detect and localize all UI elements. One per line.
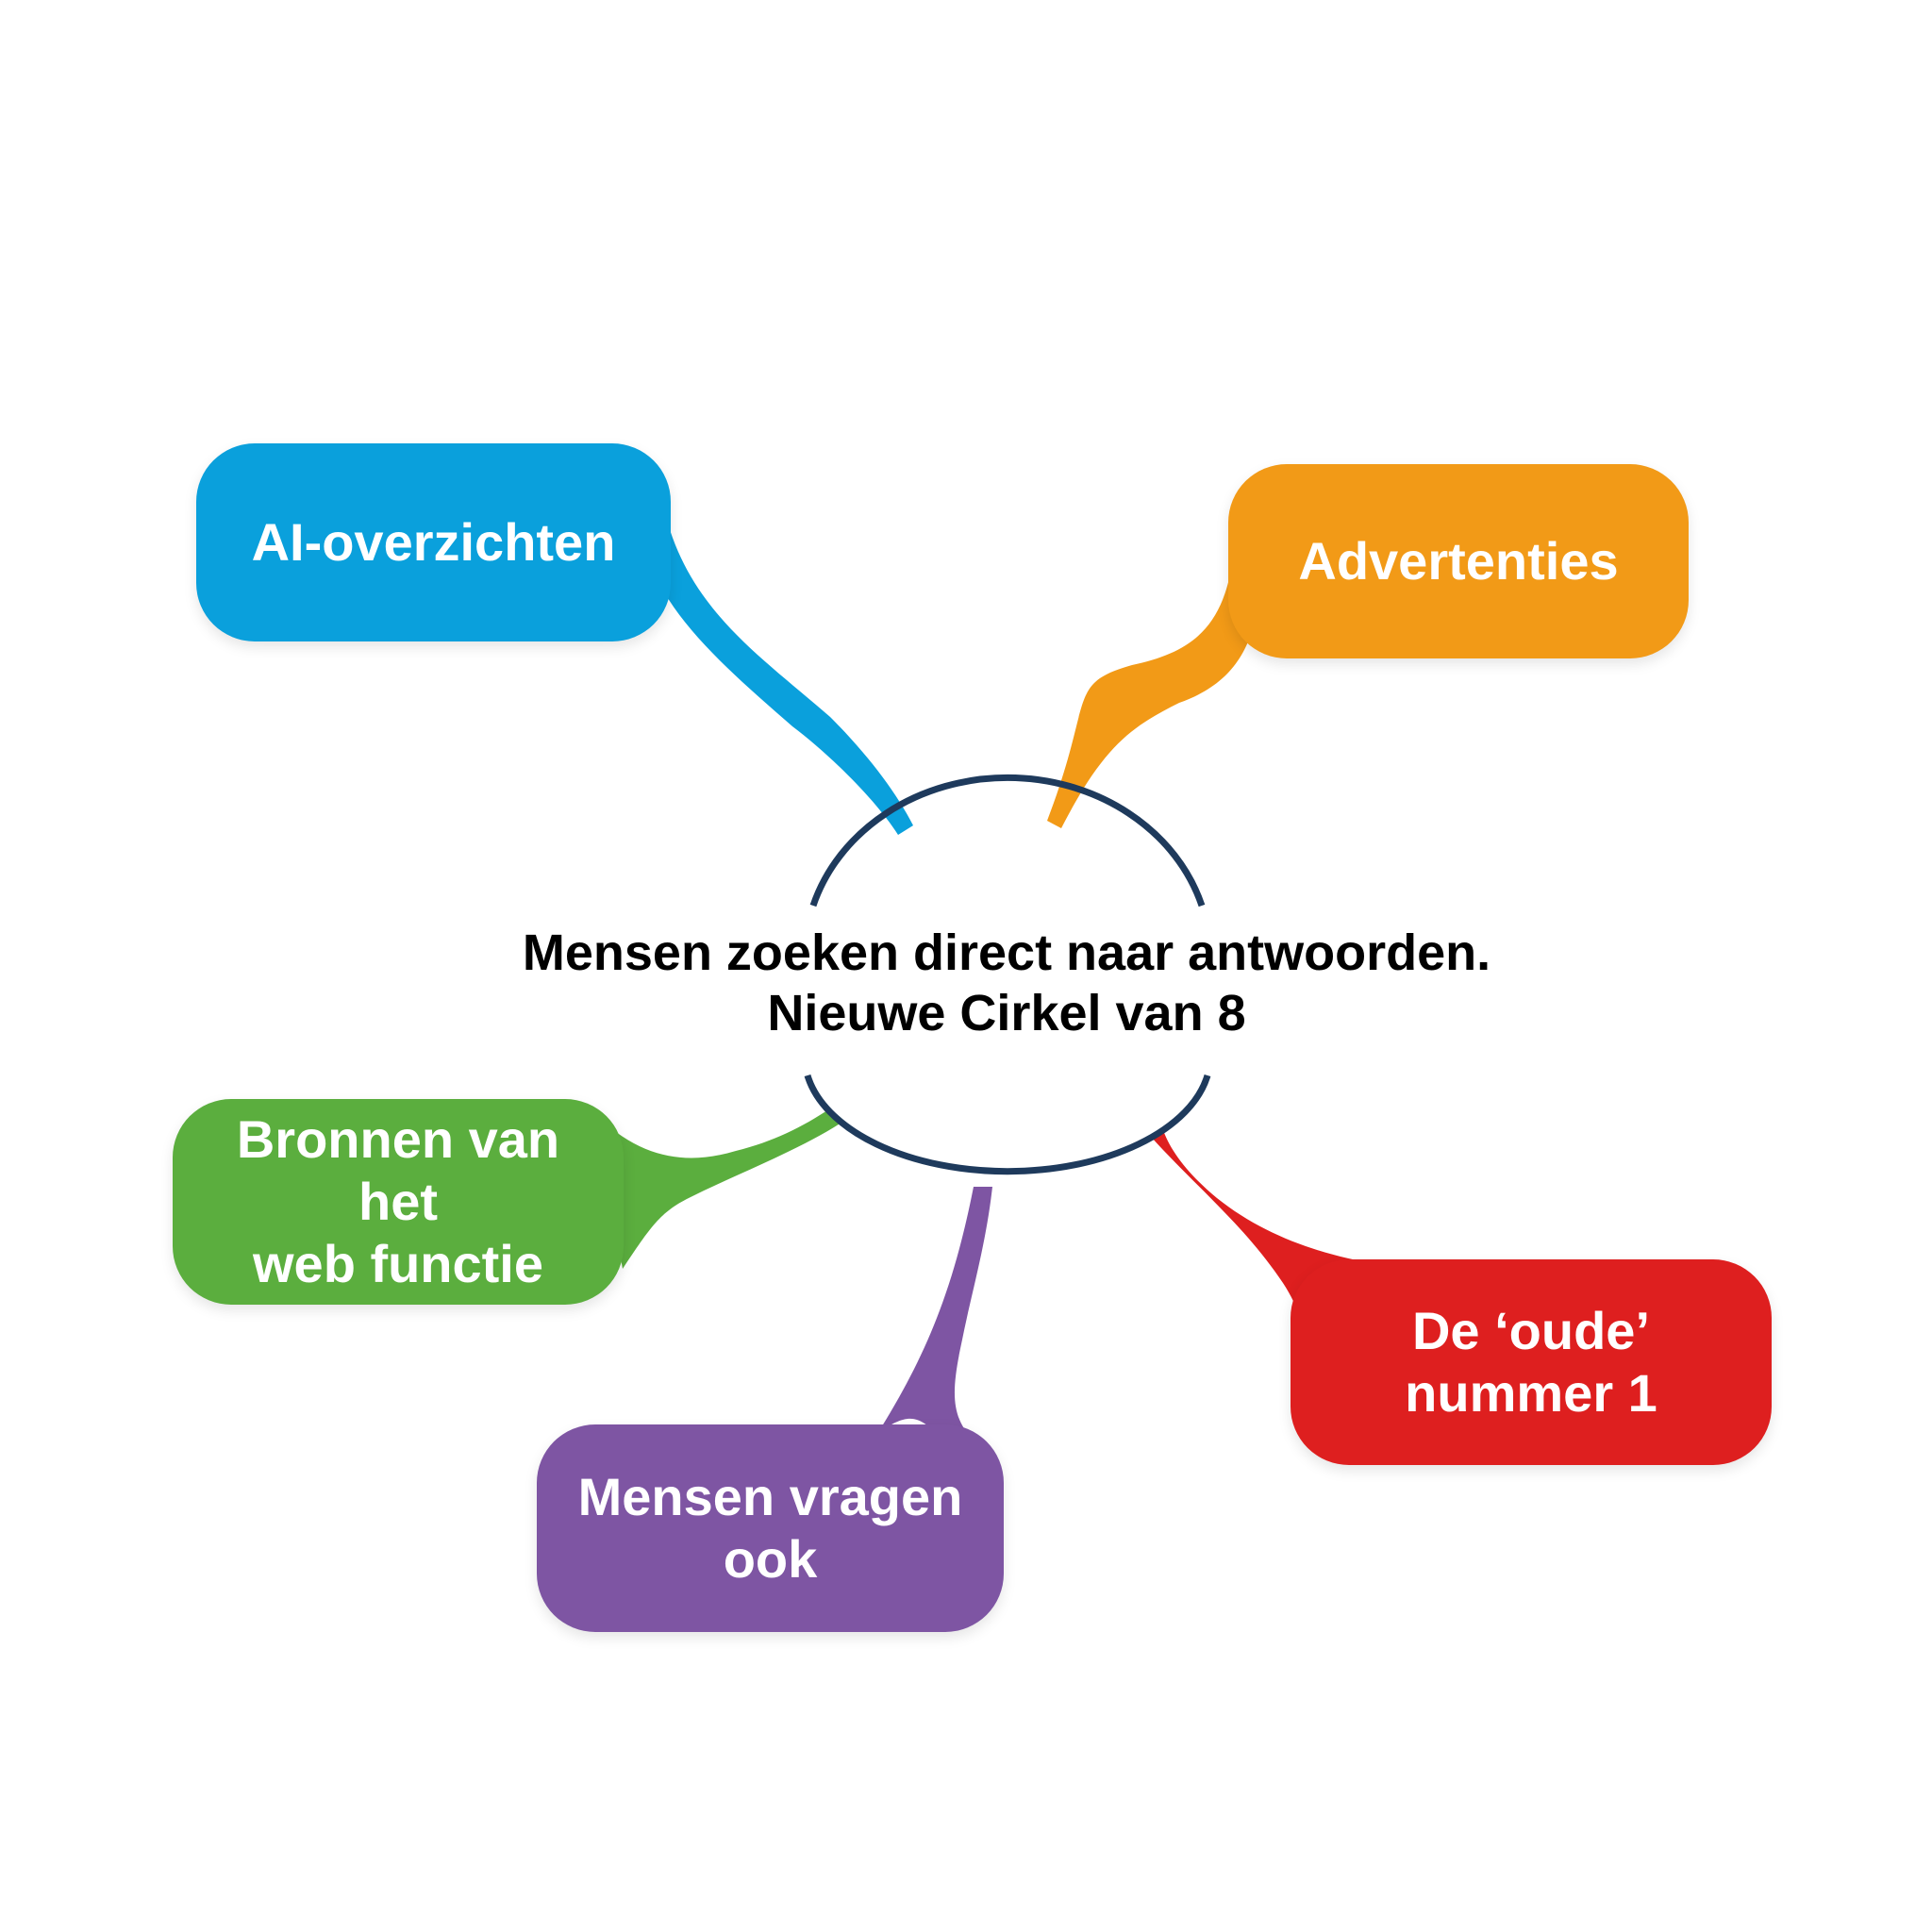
- central-topic: Mensen zoeken direct naar antwoorden. Ni…: [441, 923, 1573, 1043]
- branch-node-de-oude-nummer-1: De ‘oude’ nummer 1: [1291, 1259, 1772, 1465]
- center-ring-bottom-arc: [804, 1074, 1211, 1175]
- connector-ads: [1047, 528, 1264, 828]
- branch-node-advertenties: Advertenties: [1228, 464, 1689, 658]
- connector-ask: [877, 1187, 992, 1453]
- central-topic-line-2: Nieuwe Cirkel van 8: [767, 985, 1246, 1041]
- branch-node-ai-overzichten: AI-overzichten: [196, 443, 671, 641]
- connector-web: [594, 1108, 844, 1269]
- center-ring-top-arc: [809, 774, 1206, 908]
- connector-ai: [641, 491, 913, 835]
- branch-node-mensen-vragen-ook: Mensen vragen ook: [537, 1424, 1004, 1632]
- central-topic-line-1: Mensen zoeken direct naar antwoorden.: [522, 924, 1491, 981]
- branch-node-bronnen-van-het-web: Bronnen van het web functie: [173, 1099, 624, 1305]
